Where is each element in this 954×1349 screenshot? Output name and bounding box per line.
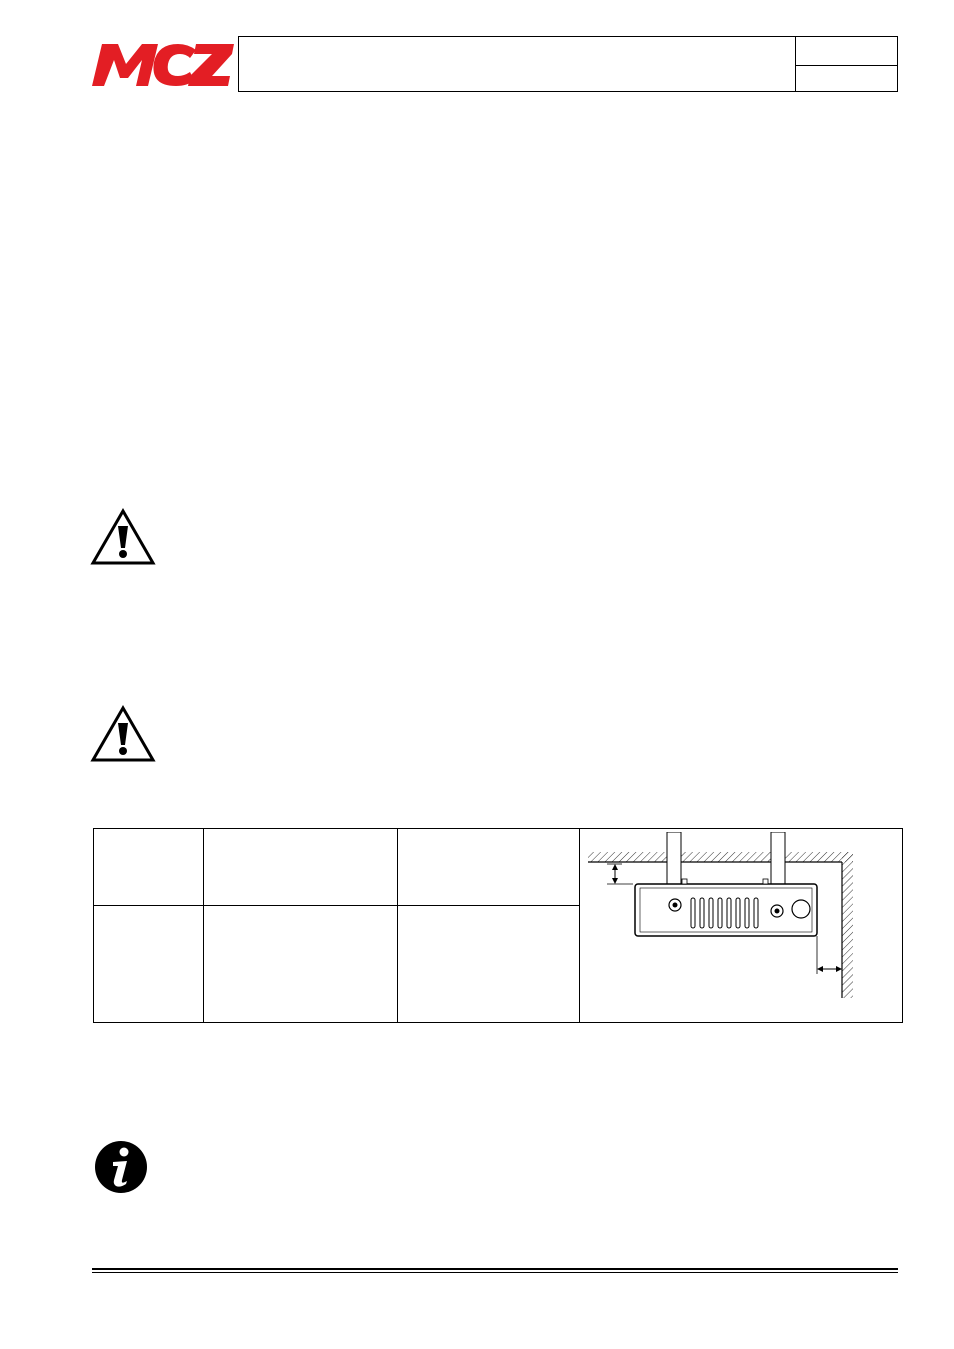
table-cell bbox=[204, 829, 397, 905]
clearance-diagram bbox=[588, 832, 853, 998]
table-divider bbox=[579, 829, 580, 1022]
table-cell bbox=[398, 906, 579, 1022]
table-divider bbox=[203, 829, 204, 1022]
table-cell bbox=[398, 829, 579, 905]
table-cell bbox=[204, 906, 397, 1022]
warning-triangle-icon bbox=[90, 508, 156, 565]
header-divider bbox=[795, 36, 796, 92]
footer-rule bbox=[92, 1268, 898, 1270]
header-title bbox=[239, 37, 897, 49]
footer-rule bbox=[92, 1272, 898, 1273]
warning-triangle-icon bbox=[90, 705, 156, 762]
table-cell bbox=[94, 829, 203, 905]
table-cell bbox=[94, 906, 203, 1022]
mcz-logo bbox=[92, 44, 234, 86]
header-title-box bbox=[238, 36, 898, 92]
info-circle-icon bbox=[95, 1141, 147, 1193]
table-divider bbox=[397, 829, 398, 1022]
clearance-table bbox=[93, 828, 903, 1023]
header-divider bbox=[795, 65, 897, 66]
table-divider bbox=[94, 905, 580, 906]
